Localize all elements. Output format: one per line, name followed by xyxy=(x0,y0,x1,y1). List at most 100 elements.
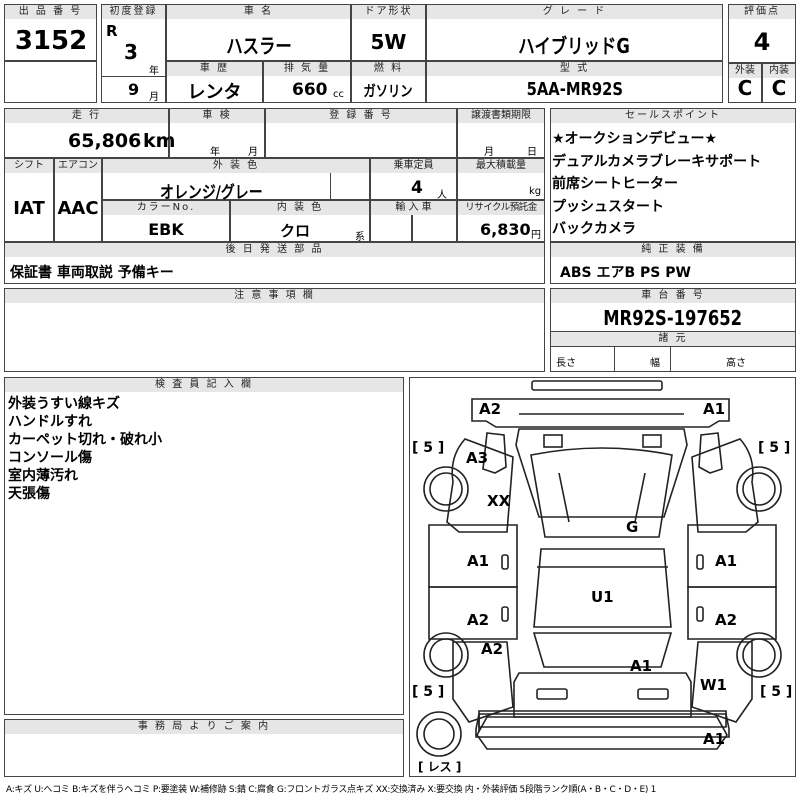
sales-list: ★オークションデビュー★ デュアルカメラブレーキサポート 前席シートヒーター プ… xyxy=(552,128,761,241)
inspector-line: 室内薄汚れ xyxy=(8,468,78,484)
mark-left-fender: A3 xyxy=(466,449,489,467)
interior-grade: C xyxy=(771,76,787,100)
mark-left-rear-fender: A2 xyxy=(481,640,504,658)
spare-tire: [ レス ] xyxy=(418,760,462,774)
score-label: 評価点 xyxy=(729,5,795,19)
interior-box xyxy=(762,63,796,103)
mark-right-rear-door: A2 xyxy=(715,611,738,629)
car-name-label: 車 名 xyxy=(167,5,350,19)
registration-box xyxy=(265,108,457,158)
inspection-box xyxy=(169,108,265,158)
score: 4 xyxy=(753,28,771,56)
width-label: 幅 xyxy=(650,358,660,369)
ac-label: エアコン xyxy=(55,159,101,173)
capacity-unit: 人 xyxy=(437,190,447,201)
lot-label: 出 品 番 号 xyxy=(5,5,96,19)
mark-front-left-bumper: A2 xyxy=(479,400,502,418)
interior-label: 内装 xyxy=(763,64,795,78)
equipment-box xyxy=(550,242,796,284)
lot-spacer xyxy=(4,61,97,103)
era: R xyxy=(106,22,118,40)
load-box xyxy=(457,158,545,200)
import-label: 輸 入 車 xyxy=(371,201,456,215)
capacity-box xyxy=(370,158,457,200)
lot-number: 3152 xyxy=(14,26,88,56)
ext-color-box xyxy=(102,158,370,200)
fuel-box xyxy=(351,61,426,103)
chassis-number: MR92S-197652 xyxy=(603,306,743,330)
office-box xyxy=(4,719,404,777)
tire-rear-right: [ 5 ] xyxy=(760,684,793,700)
int-color-label: 内 装 色 xyxy=(231,201,369,215)
transfer-label: 譲渡書類期限 xyxy=(458,109,544,123)
registration-label: 登 録 番 号 xyxy=(266,109,456,123)
lot-box xyxy=(4,4,97,61)
office-label: 事 務 局 よ り ご 案 内 xyxy=(5,720,403,734)
mileage-box xyxy=(4,108,169,158)
sales-item: バックカメラ xyxy=(552,221,636,237)
inspector-list: 外装うすい線キズ ハンドルすれ カーペット切れ・破れ小 コンソール傷 室内薄汚れ… xyxy=(8,395,162,503)
shift-label: シフト xyxy=(5,159,53,173)
door-label: ドア形状 xyxy=(352,5,425,19)
tire-front-right: [ 5 ] xyxy=(758,440,791,456)
inspector-line: コンソール傷 xyxy=(8,450,92,466)
mark-roof: U1 xyxy=(591,588,614,606)
mark-rear-bumper: A1 xyxy=(703,730,726,748)
shift: IAT xyxy=(13,198,45,219)
month-unit: 月 xyxy=(149,92,159,103)
tire-front-left: [ 5 ] xyxy=(412,440,445,456)
exterior-color: オレンジ/グレー xyxy=(160,183,263,203)
recycle-label: リサイクル預託金 xyxy=(458,201,544,215)
ext-color-label: 外 装 色 xyxy=(103,159,369,173)
first-reg-label: 初度登録 xyxy=(102,5,165,19)
history-box xyxy=(166,61,263,103)
displacement-label: 排 気 量 xyxy=(264,62,350,76)
insp-month-unit: 月 xyxy=(248,147,258,158)
mileage-label: 走 行 xyxy=(5,109,168,123)
grade-label: グ レ ー ド xyxy=(427,5,722,19)
equipment: ABS エアB PS PW xyxy=(560,265,691,281)
door-box xyxy=(351,4,426,61)
inspector-line: 外装うすい線キズ xyxy=(8,396,120,412)
year-unit: 年 xyxy=(149,66,159,77)
load-unit: kg xyxy=(529,186,542,197)
displacement-unit: cc xyxy=(333,89,344,100)
mark-windshield: G xyxy=(626,518,639,536)
length-label: 長さ xyxy=(556,358,576,369)
inspector-label: 検 査 員 記 入 欄 xyxy=(5,378,403,392)
inspection-label: 車 検 xyxy=(170,109,264,123)
ac: AAC xyxy=(57,198,99,219)
notes-box xyxy=(4,288,545,372)
mark-hood: XX xyxy=(487,492,511,510)
displacement-box xyxy=(263,61,351,103)
height-label: 高さ xyxy=(726,358,746,369)
fuel-label: 燃 料 xyxy=(352,62,425,76)
color-no: EBK xyxy=(148,220,184,239)
fuel: ガソリン xyxy=(363,82,414,100)
car-name: ハスラー xyxy=(225,34,292,58)
grade: ハイブリッドG xyxy=(518,34,631,58)
inspector-line: ハンドルすれ xyxy=(8,414,92,430)
sales-item: プッシュスタート xyxy=(552,198,664,215)
car-name-box xyxy=(166,4,351,61)
sales-item: 前席シートヒーター xyxy=(552,176,678,192)
insp-year-unit: 年 xyxy=(210,147,220,158)
sales-item: デュアルカメラブレーキサポート xyxy=(552,153,762,170)
interior-color: クロ xyxy=(279,222,310,240)
accessories-box xyxy=(4,242,545,284)
chassis-label: 車 台 番 号 xyxy=(551,289,795,303)
notes-label: 注 意 事 項 欄 xyxy=(5,289,544,303)
displacement: 660 xyxy=(292,80,328,100)
exterior-box xyxy=(728,63,762,103)
interior-color-suffix: 系 xyxy=(355,232,365,243)
dims-label: 諸 元 xyxy=(551,332,795,346)
inspector-line: カーペット切れ・破れ小 xyxy=(8,432,162,448)
transfer-month-unit: 月 xyxy=(484,147,494,158)
mileage-unit: km xyxy=(143,130,176,152)
exterior-grade: C xyxy=(737,76,753,100)
mark-right-rear-fender: W1 xyxy=(700,676,727,694)
transfer-day-unit: 日 xyxy=(527,147,537,158)
mark-front-right-bumper: A1 xyxy=(703,400,726,418)
score-box xyxy=(728,4,796,63)
capacity-label: 乗車定員 xyxy=(371,159,456,173)
